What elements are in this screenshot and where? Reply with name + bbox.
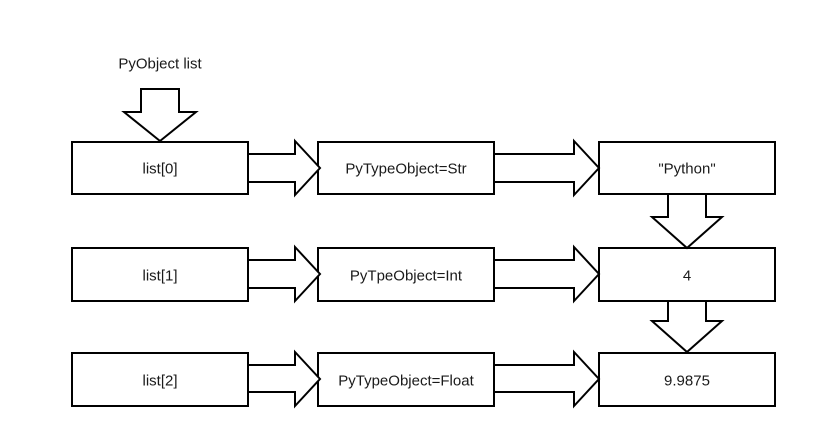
box-value-float-label: 9.9875 — [664, 372, 710, 389]
box-value-int-label: 4 — [683, 267, 691, 284]
right-block-arrow-icon — [493, 244, 601, 304]
box-list-1-label: list[1] — [142, 267, 177, 284]
right-block-arrow-icon — [493, 349, 601, 409]
right-block-arrow-icon — [247, 138, 322, 198]
box-list-2-label: list[2] — [142, 372, 177, 389]
pyobject-list-label: PyObject list — [118, 55, 202, 72]
down-block-arrow-icon — [649, 193, 725, 250]
box-type-int-label: PyTpeObject=Int — [350, 267, 463, 284]
right-block-arrow-icon — [247, 349, 322, 409]
box-value-python-label: "Python" — [658, 160, 715, 177]
box-list-0 — [71, 141, 249, 195]
box-type-str-label: PyTypeObject=Str — [345, 160, 466, 177]
box-type-float-label: PyTypeObject=Float — [338, 372, 474, 389]
right-block-arrow-icon — [493, 138, 601, 198]
down-block-arrow-pointer-icon — [121, 88, 199, 143]
right-block-arrow-icon — [247, 244, 322, 304]
box-type-int — [317, 247, 495, 302]
box-list-0-label: list[0] — [142, 160, 177, 177]
box-list-2 — [71, 352, 249, 407]
down-block-arrow-icon — [649, 300, 725, 354]
box-type-str — [317, 141, 495, 195]
